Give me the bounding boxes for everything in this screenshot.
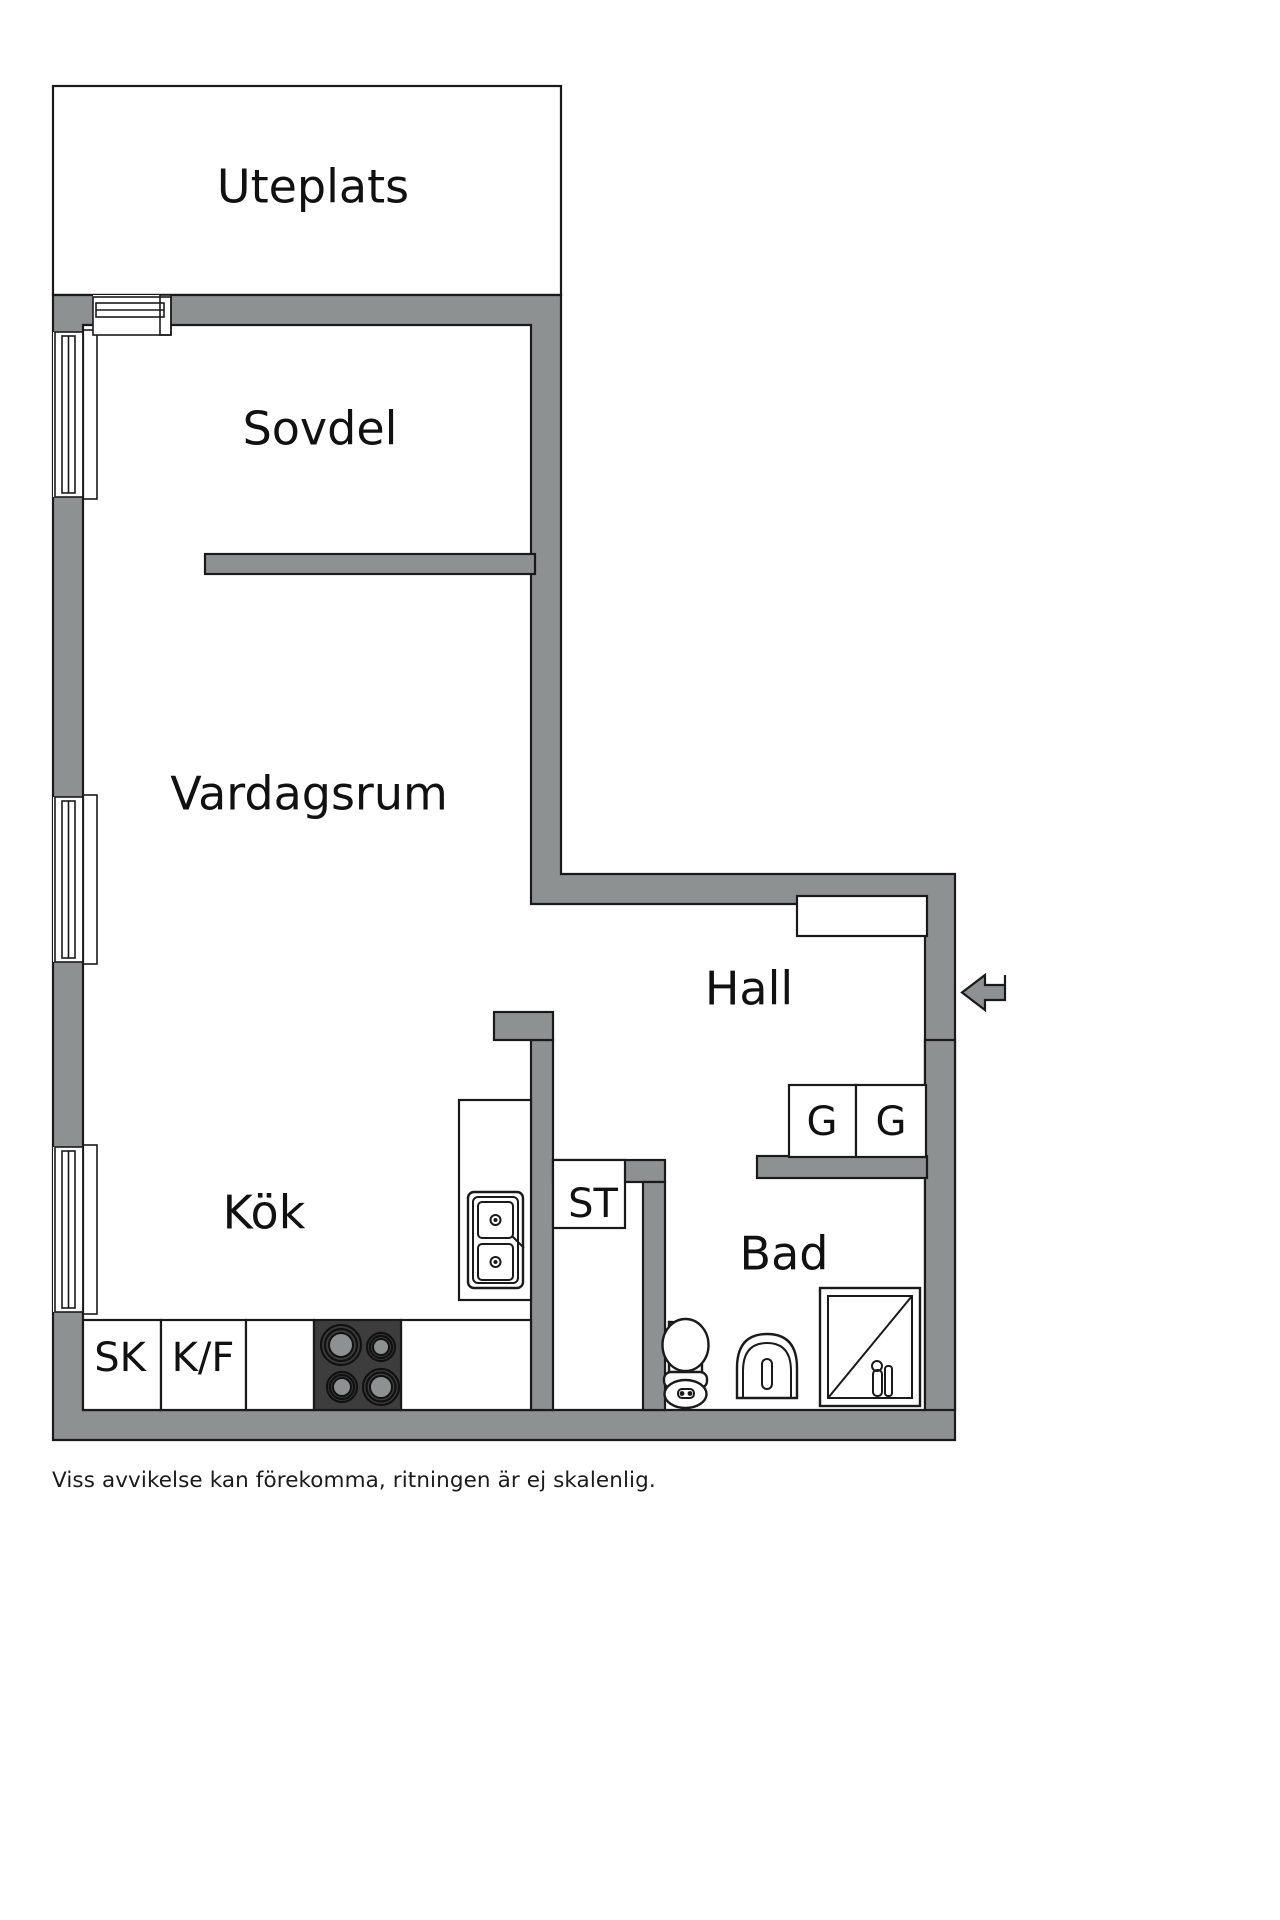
window-icon-top — [92, 294, 172, 336]
room-label-kok: Kök — [223, 1186, 306, 1240]
washbasin-icon — [735, 1332, 799, 1400]
toilet-icon — [661, 1317, 710, 1410]
storage-closet — [551, 1158, 627, 1230]
window-icon-left-2 — [53, 794, 98, 965]
window-icon-left-1 — [53, 329, 98, 500]
fixture-label-storage: ST — [568, 1181, 618, 1227]
room-label-sovdel: Sovdel — [243, 402, 398, 456]
room-label-uteplats: Uteplats — [217, 160, 409, 214]
footnote: Viss avvikelse kan förekomma, ritningen … — [52, 1468, 656, 1493]
kitchen-sink-icon — [466, 1190, 525, 1290]
terrace-outline — [51, 84, 563, 297]
entrance-arrow-icon — [960, 972, 1007, 1013]
fixture-label-dishwasher: SK — [94, 1335, 147, 1381]
window-icon-hall — [795, 894, 929, 938]
room-label-bad: Bad — [740, 1227, 829, 1281]
fixture-label-fridge-freezer: K/F — [172, 1335, 235, 1381]
room-label-hall: Hall — [705, 962, 793, 1016]
room-label-vardagsrum: Vardagsrum — [170, 767, 448, 821]
window-icon-left-3 — [53, 1144, 98, 1315]
fixture-label-wardrobe-1: G — [807, 1099, 838, 1145]
wardrobe-row — [787, 1083, 928, 1159]
interior-wall-sovdel — [203, 552, 537, 576]
fixture-label-wardrobe-2: G — [876, 1099, 907, 1145]
stove-icon — [312, 1318, 403, 1412]
kitchen-base-units — [81, 1318, 533, 1412]
shower-icon — [818, 1286, 922, 1408]
